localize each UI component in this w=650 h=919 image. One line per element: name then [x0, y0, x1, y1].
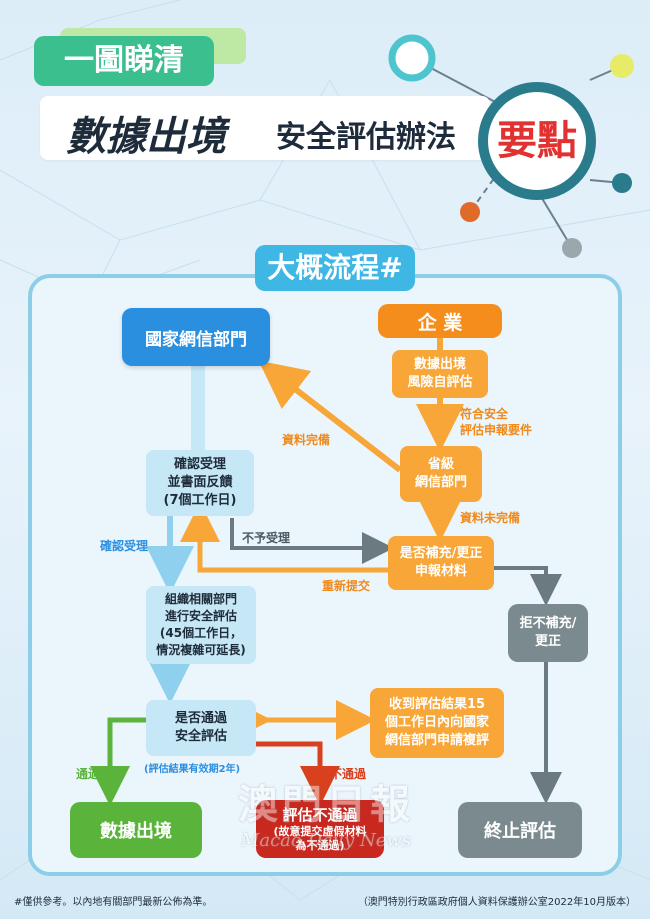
node-terminate: 終止評估 [458, 802, 582, 858]
label-not-passed: 不通過 [330, 767, 367, 781]
node-fail: 評估不通過 (故意提交虛假材料 為不通過) [256, 800, 384, 858]
title-bar [40, 96, 490, 160]
key-points-badge: 要點 [478, 82, 596, 200]
node-provincial: 省級 網信部門 [400, 446, 482, 502]
watermark: 澳門日報 Macao Daily News [226, 772, 426, 862]
label-passed: 通過 [76, 767, 101, 781]
header-tag: 一圖睇清 [34, 36, 214, 86]
label-incomplete: 資料未完備 [460, 511, 521, 525]
node-enterprise: 企 業 [378, 304, 502, 338]
title-sub: 安全評估辦法 [276, 120, 456, 155]
watermark-cn: 澳門日報 [238, 782, 414, 828]
label-not-accepted: 不予受理 [242, 531, 291, 545]
node-export: 數據出境 [70, 802, 202, 858]
label-confirm-accept: 確認受理 [100, 539, 149, 553]
footer-note-left: #僅供參考。以內地有關部門最新公佈為準。 [14, 897, 213, 908]
node-pass-check: 是否通過 安全評估 [146, 700, 256, 756]
label-validity: (評估結果有效期2年) [144, 764, 241, 775]
node-fail-note: (故意提交虛假材料 為不通過) [273, 825, 367, 852]
node-supplement: 是否補充/更正 申報材料 [388, 536, 494, 590]
node-cac: 國家網信部門 [122, 308, 270, 366]
node-self-assess: 數據出境 風險自評估 [392, 350, 488, 398]
node-refuse: 拒不補充/ 更正 [508, 604, 588, 662]
section-title: 大概流程# [255, 245, 415, 291]
node-fail-title: 評估不通過 [282, 806, 358, 824]
label-meets: 符合安全 評估申報要件 [460, 407, 533, 437]
label-complete: 資料完備 [282, 433, 331, 447]
node-organize: 組織相關部門 進行安全評估 (45個工作日， 情況複雜可延長) [146, 586, 256, 664]
node-confirm: 確認受理 並書面反饋 (7個工作日) [146, 450, 254, 516]
watermark-en: Macao Daily News [240, 830, 412, 851]
label-resubmit: 重新提交 [322, 579, 371, 593]
title-main: 數據出境 [66, 114, 226, 160]
footer-note-right: （澳門特別行政區政府個人資料保護辦公室2022年10月版本） [357, 897, 636, 908]
node-review: 收到評估結果15 個工作日內向國家 網信部門申請複評 [370, 688, 504, 758]
